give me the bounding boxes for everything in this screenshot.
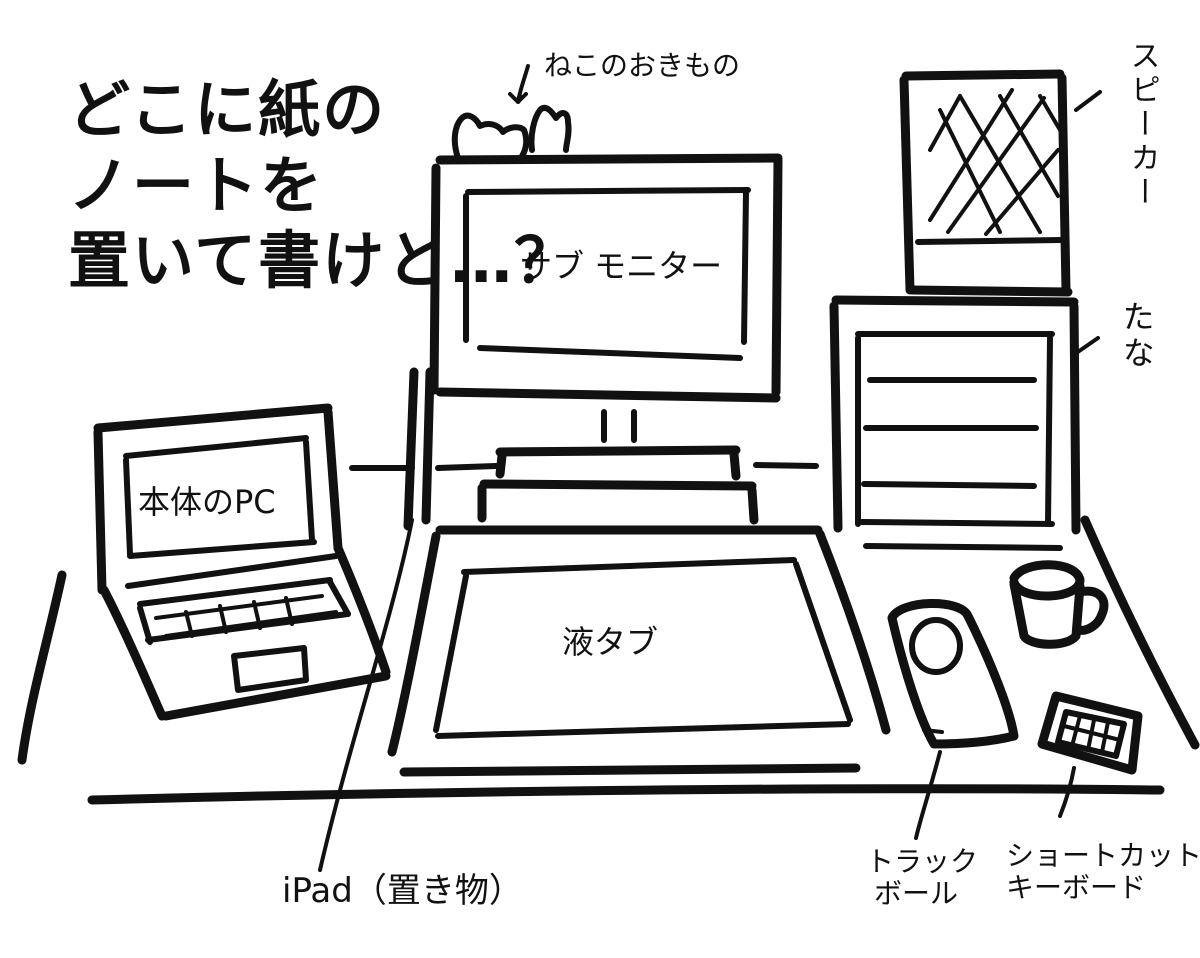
coffee-mug xyxy=(1009,560,1109,649)
ipad xyxy=(318,367,435,872)
pen-tablet-label: 液タブ xyxy=(562,623,659,661)
shortcut-keyboard-label: ショートカットの キーボード xyxy=(1006,839,1200,905)
cat-figurine-label: ねこのおきもの xyxy=(544,49,741,82)
trackball-label-line-1: トラック xyxy=(866,845,979,878)
shortcut-keyboard-label-line-1: ショートカットの xyxy=(1006,839,1200,872)
pen-tablet xyxy=(387,525,891,777)
shortcut-keyboard-label-line-2: キーボード xyxy=(1006,871,1147,905)
sub-monitor xyxy=(429,153,783,525)
trackball-label: トラック ボール xyxy=(866,845,979,911)
headline-line-2: ノートを xyxy=(68,148,325,222)
desk xyxy=(17,462,1200,805)
main-pc-label: 本体のPC xyxy=(138,483,276,521)
trackball-label-line-2: ボール xyxy=(874,877,959,911)
trackball xyxy=(887,599,1019,840)
laptop xyxy=(93,403,391,721)
shelf xyxy=(829,295,1100,551)
headline-line-1: どこに紙の xyxy=(68,73,387,146)
headline: どこに紙の ノートを 置いて書けと…？ xyxy=(68,72,578,299)
shortcut-keyboard xyxy=(1037,691,1143,818)
speaker-label: スピーカー xyxy=(1124,40,1160,210)
headline-line-3: 置いて書けと…？ xyxy=(68,224,579,298)
speaker xyxy=(899,69,1102,297)
sub-monitor-label: サブ モニター xyxy=(520,247,723,285)
shelf-label: たな xyxy=(1117,300,1156,372)
ipad-label: iPad（置き物） xyxy=(282,871,523,911)
cat-figurine xyxy=(451,64,572,161)
